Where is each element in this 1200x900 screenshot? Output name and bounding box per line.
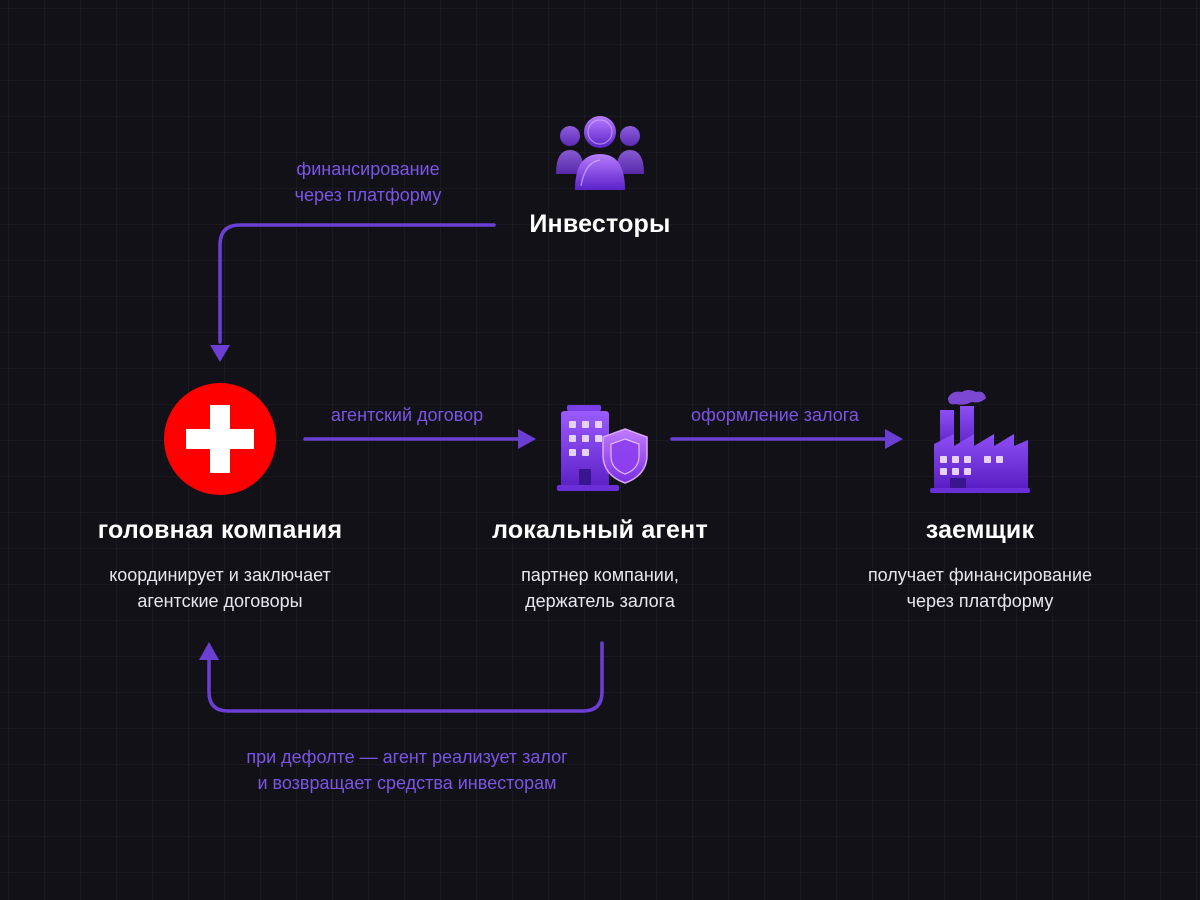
default-arrowhead <box>199 642 219 660</box>
financing-label-line1: финансирование <box>296 159 440 179</box>
default-connector <box>207 641 604 713</box>
borrower-title: заемщик <box>925 516 1035 544</box>
financing-connector <box>218 223 496 344</box>
local-agent-desc-line1: партнер компании, <box>521 565 679 585</box>
head-company-desc-line2: агентские договоры <box>137 591 303 611</box>
financing-label-line2: через платформу <box>294 185 442 205</box>
swiss-cross-icon <box>164 383 276 495</box>
financing-label: финансирование через платформу <box>248 156 488 208</box>
local-agent-desc-line2: держатель залога <box>525 591 675 611</box>
local-agent-description: партнер компании, держатель залога <box>450 562 750 614</box>
head-company-description: координирует и заключает агентские догов… <box>70 562 370 614</box>
collateral-arrowhead <box>885 429 903 449</box>
factory-icon <box>930 390 1030 493</box>
collateral-label: оформление залога <box>691 405 859 425</box>
agency-arrowhead <box>518 429 536 449</box>
investors-title: Инвесторы <box>529 210 671 238</box>
default-label-line2: и возвращает средства инвесторам <box>257 773 557 793</box>
financing-arrowhead <box>210 345 230 362</box>
local-agent-title: локальный агент <box>492 516 708 544</box>
people-group-icon <box>556 116 644 190</box>
agency-label: агентский договор <box>330 405 484 425</box>
borrower-desc-line2: через платформу <box>906 591 1054 611</box>
default-label: при дефолте — агент реализует залог и во… <box>207 744 607 796</box>
building-shield-icon <box>557 405 648 491</box>
borrower-desc-line1: получает финансирование <box>867 565 1093 585</box>
borrower-description: получает финансирование через платформу <box>830 562 1130 614</box>
default-label-line1: при дефолте — агент реализует залог <box>246 747 568 767</box>
head-company-title: головная компания <box>97 516 343 544</box>
head-company-desc-line1: координирует и заключает <box>109 565 331 585</box>
